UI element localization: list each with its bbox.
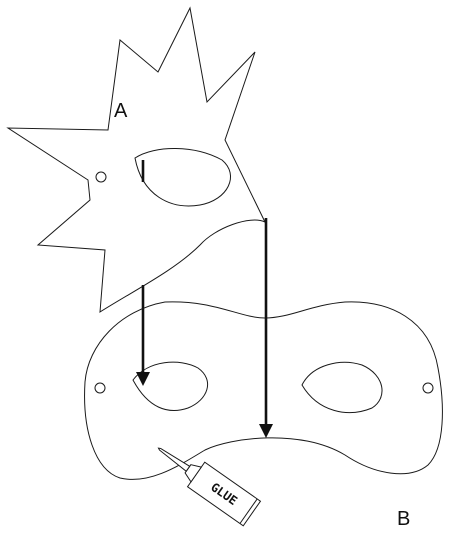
mask-b bbox=[85, 302, 443, 480]
mask-b-right-string-hole bbox=[423, 383, 433, 393]
label-b: B bbox=[397, 508, 410, 530]
mask-a-string-hole bbox=[96, 172, 106, 182]
mask-b-left-string-hole bbox=[95, 383, 105, 393]
mask-b-outline bbox=[85, 302, 443, 480]
label-a: A bbox=[114, 100, 128, 122]
mask-a bbox=[8, 8, 265, 312]
